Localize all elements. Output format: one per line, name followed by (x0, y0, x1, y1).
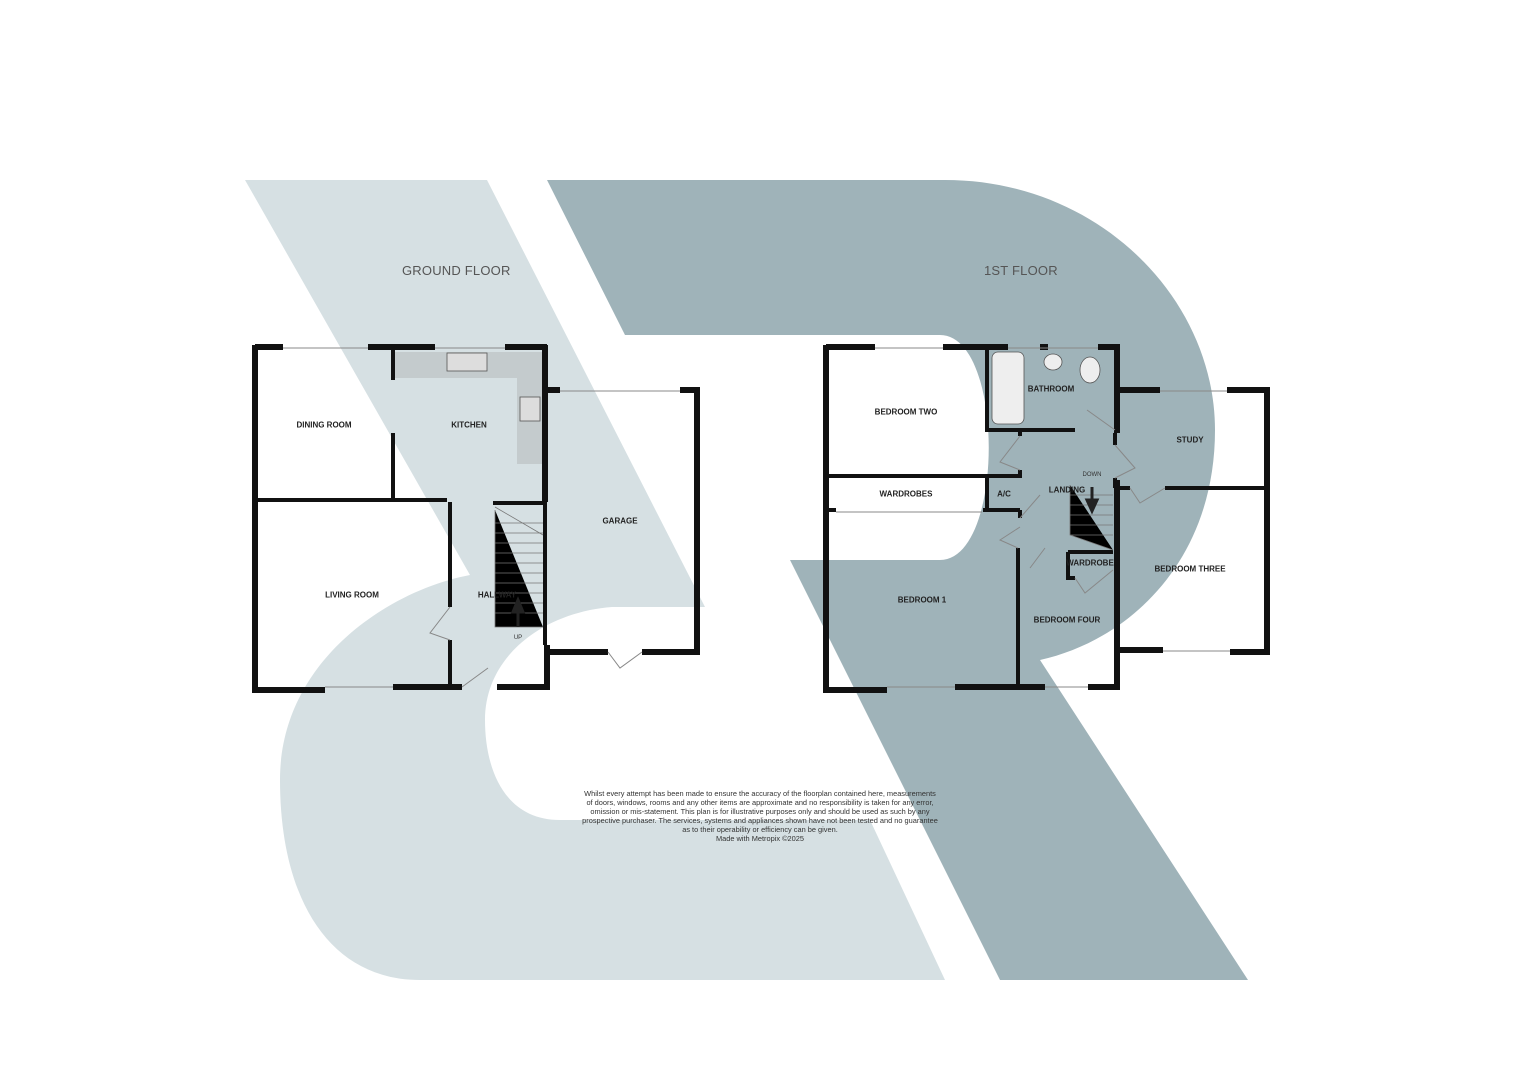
ground-walls (252, 344, 700, 693)
bath-icon (991, 351, 1025, 425)
stairs-down-arrow-icon (1084, 487, 1100, 515)
room-label-bathroom: BATHROOM (1027, 384, 1075, 394)
watermark-r-shape (547, 180, 1248, 980)
room-label-wardrobes: WARDROBES (879, 489, 933, 499)
stairs-up-arrow-icon (510, 596, 526, 627)
first-floor-title: 1ST FLOOR (984, 263, 1058, 278)
disclaimer-line: of doors, windows, rooms and any other i… (586, 798, 934, 807)
stairs-up-label: UP (513, 635, 523, 641)
ground-floor-plan (252, 344, 700, 693)
disclaimer-line: Whilst every attempt has been made to en… (584, 789, 936, 798)
first-windows-doors (836, 347, 1230, 688)
room-label-ac: A/C (997, 489, 1011, 499)
room-label-bedroom-three: BEDROOM THREE (1154, 564, 1226, 574)
sink-icon (446, 352, 488, 372)
disclaimer-line: prospective purchaser. The services, sys… (582, 816, 938, 825)
room-label-kitchen: KITCHEN (451, 420, 487, 430)
basin-icon (1043, 353, 1063, 371)
credit-line: Made with Metropix ©2025 (715, 834, 805, 843)
room-label-bedroom-1: BEDROOM 1 (897, 595, 947, 605)
first-floor-plan (823, 344, 1270, 693)
toilet-icon (1079, 356, 1101, 384)
ground-floor-title: GROUND FLOOR (402, 263, 511, 278)
watermark-c-shape (245, 180, 945, 980)
room-label-living-room: LIVING ROOM (325, 590, 379, 600)
disclaimer-line: omission or mis-statement. This plan is … (590, 807, 930, 816)
disclaimer-line: as to their operability or efficiency ca… (682, 825, 838, 834)
ground-windows-doors (283, 347, 680, 688)
room-label-landing: LANDING (1048, 485, 1086, 495)
room-label-study: STUDY (1176, 435, 1204, 445)
stairs-down-label: DOWN (1082, 472, 1102, 478)
room-label-bedroom-two: BEDROOM TWO (874, 407, 938, 417)
first-walls (823, 344, 1270, 693)
room-label-hallway: HALLWAY (477, 590, 517, 600)
disclaimer: Whilst every attempt has been made to en… (560, 789, 960, 843)
watermark-logo (245, 180, 1248, 980)
hob-icon (519, 396, 541, 422)
room-label-dining-room: DINING ROOM (296, 420, 352, 430)
room-label-bedroom-four: BEDROOM FOUR (1033, 615, 1101, 625)
room-label-wardrobe: WARDROBE (1066, 558, 1114, 568)
room-label-garage: GARAGE (602, 516, 638, 526)
